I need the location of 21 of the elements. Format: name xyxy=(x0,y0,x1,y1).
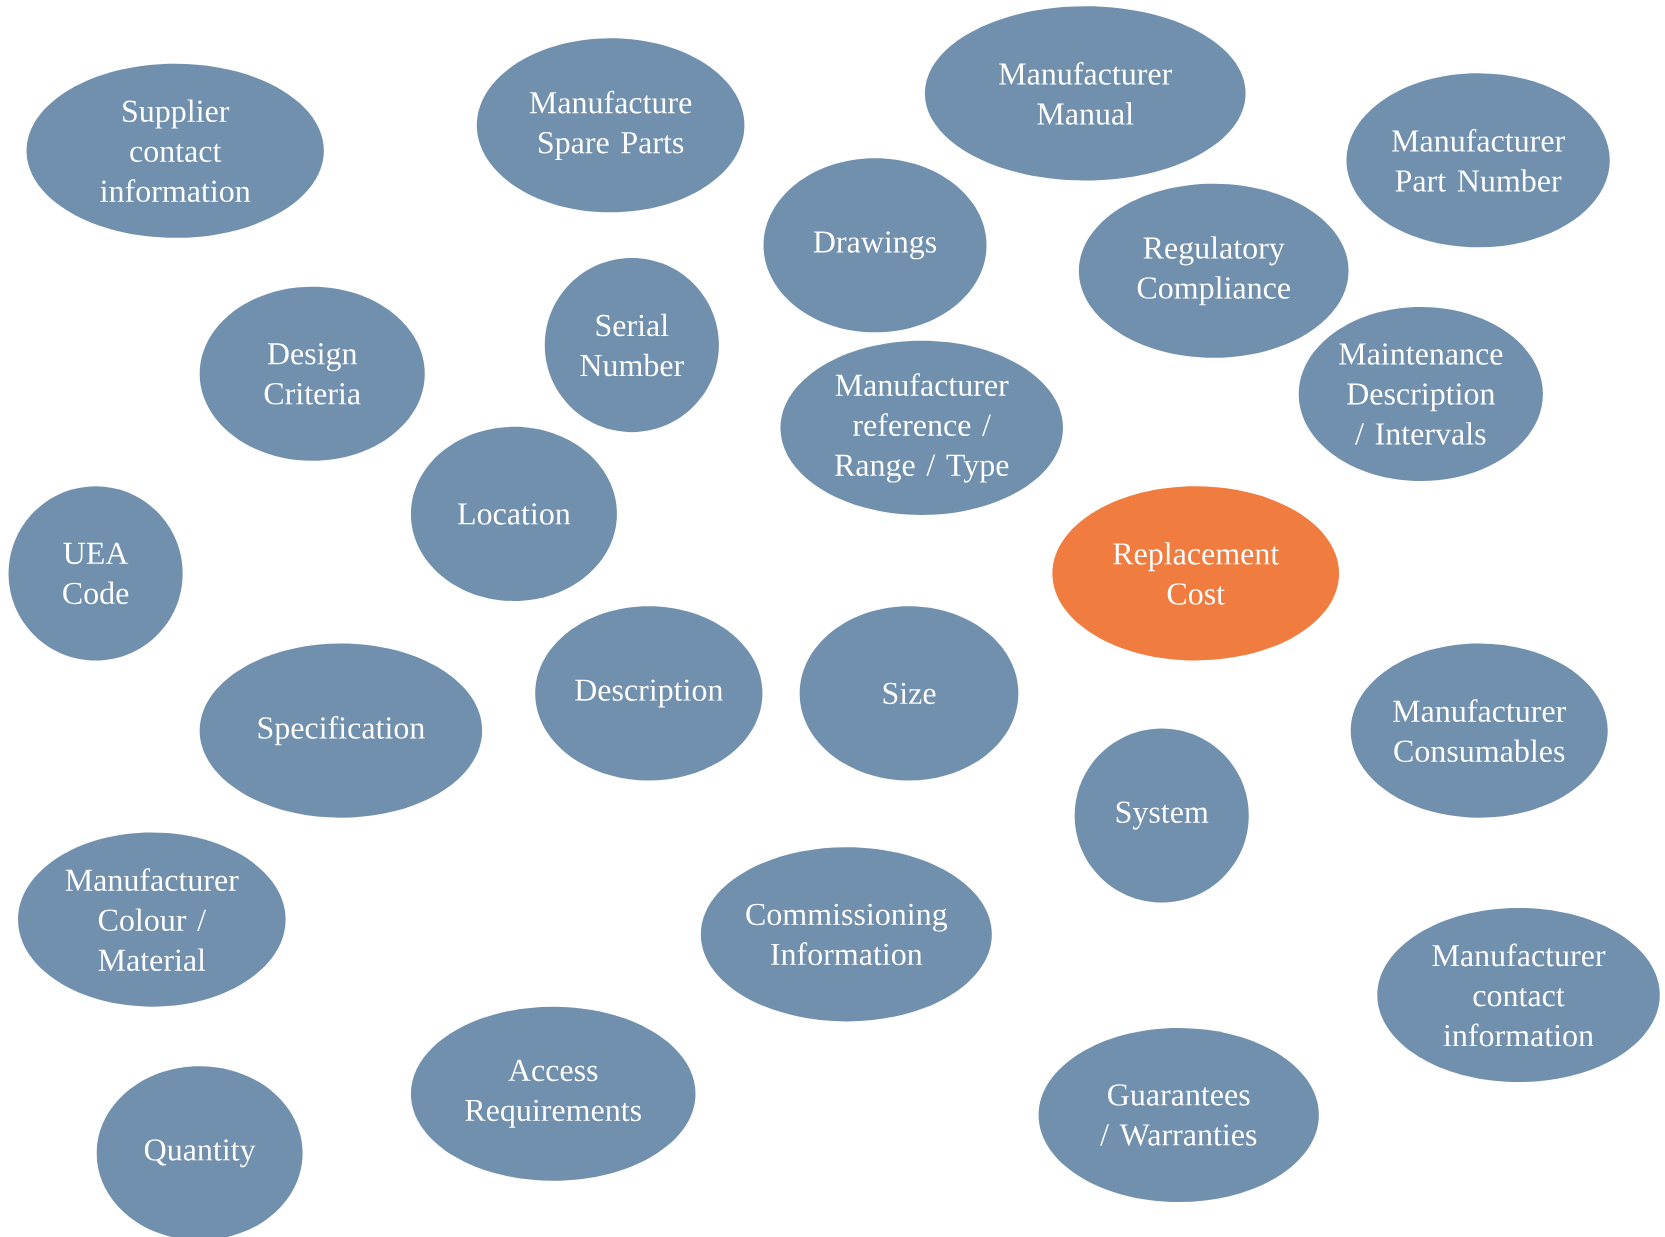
ellipse-node: Manufacturer Consumables xyxy=(1350,643,1608,818)
ellipse-node: Design Criteria xyxy=(199,286,425,461)
ellipse-node: Commissioning Information xyxy=(700,847,992,1022)
ellipse-node: System xyxy=(1074,728,1249,903)
ellipse-node: Manufacturer Manual xyxy=(924,6,1246,181)
ellipse-node: Access Requirements xyxy=(410,1006,696,1181)
ellipse-node: Supplier contact information xyxy=(26,63,324,238)
ellipse-node: Description xyxy=(535,606,763,781)
ellipse-node: UEA Code xyxy=(8,486,183,661)
ellipse-node: Manufacturer Colour / Material xyxy=(18,832,286,1007)
ellipse-node: Drawings xyxy=(763,158,987,333)
ellipse-node: Manufacture Spare Parts xyxy=(476,38,745,213)
ellipse-node: Manufacturer contact information xyxy=(1377,907,1660,1083)
ellipse-node: Size xyxy=(799,606,1019,781)
ellipse-node: Manufacturer Part Number xyxy=(1346,73,1610,248)
ellipse-node: Guarantees / Warranties xyxy=(1038,1027,1319,1203)
ellipse-node: Location xyxy=(410,426,617,601)
ellipse-node: Serial Number xyxy=(544,258,719,433)
ellipse-node: Specification xyxy=(199,643,483,818)
ellipse-node: Maintenance Description / Intervals xyxy=(1298,306,1543,482)
ellipse-node: Manufacturer reference / Range / Type xyxy=(780,340,1063,515)
